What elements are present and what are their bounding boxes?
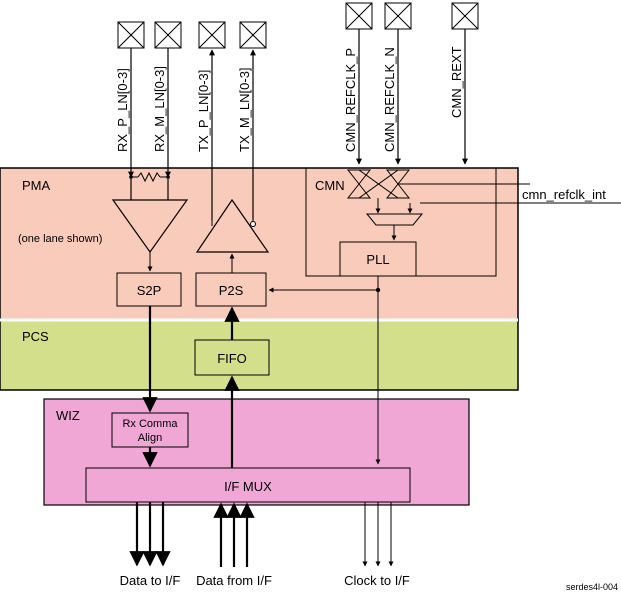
tx-m-pin-label: TX_M_LN[0-3] <box>237 67 252 152</box>
wiz-label: WIZ <box>56 408 80 423</box>
pll-block <box>339 241 417 277</box>
data-to-if-arrows <box>129 502 171 567</box>
fifo-label: FIFO <box>217 351 247 366</box>
data-from-if-arrows <box>213 502 255 567</box>
refclk-input-mux-buffers <box>346 169 411 199</box>
s2p-label: S2P <box>137 283 162 298</box>
rx-m-pin-label: RX_M_LN[0-3] <box>152 66 167 152</box>
pin-pad-refclk-n <box>384 2 412 30</box>
rx-p-pin-label: RX_P_LN[0-3] <box>115 68 130 152</box>
rext-pin-label: CMN_REXT <box>449 46 464 118</box>
one-lane-note: (one lane shown) <box>18 233 102 245</box>
refclk-n-pin-label: CMN_REFCLK_N <box>382 47 397 152</box>
pcs-label: PCS <box>22 329 49 344</box>
cmn-refclk-int-label: cmn_refclk_int <box>522 187 606 202</box>
refclk-select-mux <box>365 213 424 226</box>
pin-pad-tx-m <box>239 21 267 49</box>
pin-pad-tx-p <box>198 21 226 49</box>
p2s-label: P2S <box>219 283 244 298</box>
data-to-if-label: Data to I/F <box>120 573 181 588</box>
clock-to-if-arrows <box>362 502 394 567</box>
rx-comma-align-label-2: Align <box>138 432 162 444</box>
fifo-block <box>194 339 270 376</box>
s2p-block <box>116 272 182 307</box>
pin-pad-refclk-p <box>345 2 373 30</box>
tx-p-pin-label: TX_P_LN[0-3] <box>196 70 211 152</box>
rx-comma-align-label-1: Rx Comma <box>122 418 178 430</box>
rx-amplifier <box>111 199 189 254</box>
data-from-if-label: Data from I/F <box>196 573 272 588</box>
cmn-label: CMN <box>315 178 345 193</box>
if-mux-block <box>85 467 411 503</box>
pin-pad-rx-p <box>117 21 145 49</box>
p2s-block <box>195 272 267 307</box>
pin-pad-rx-m <box>154 21 182 49</box>
pll-label: PLL <box>366 252 389 267</box>
tx-driver <box>195 198 270 253</box>
clock-to-if-label: Clock to I/F <box>344 573 410 588</box>
if-mux-label: I/F MUX <box>224 479 272 494</box>
pma-label: PMA <box>22 178 51 193</box>
figure-id: serdes4l-004 <box>566 582 618 592</box>
pin-pad-rext <box>451 2 479 30</box>
refclk-p-pin-label: CMN_REFCLK_P <box>343 48 358 152</box>
